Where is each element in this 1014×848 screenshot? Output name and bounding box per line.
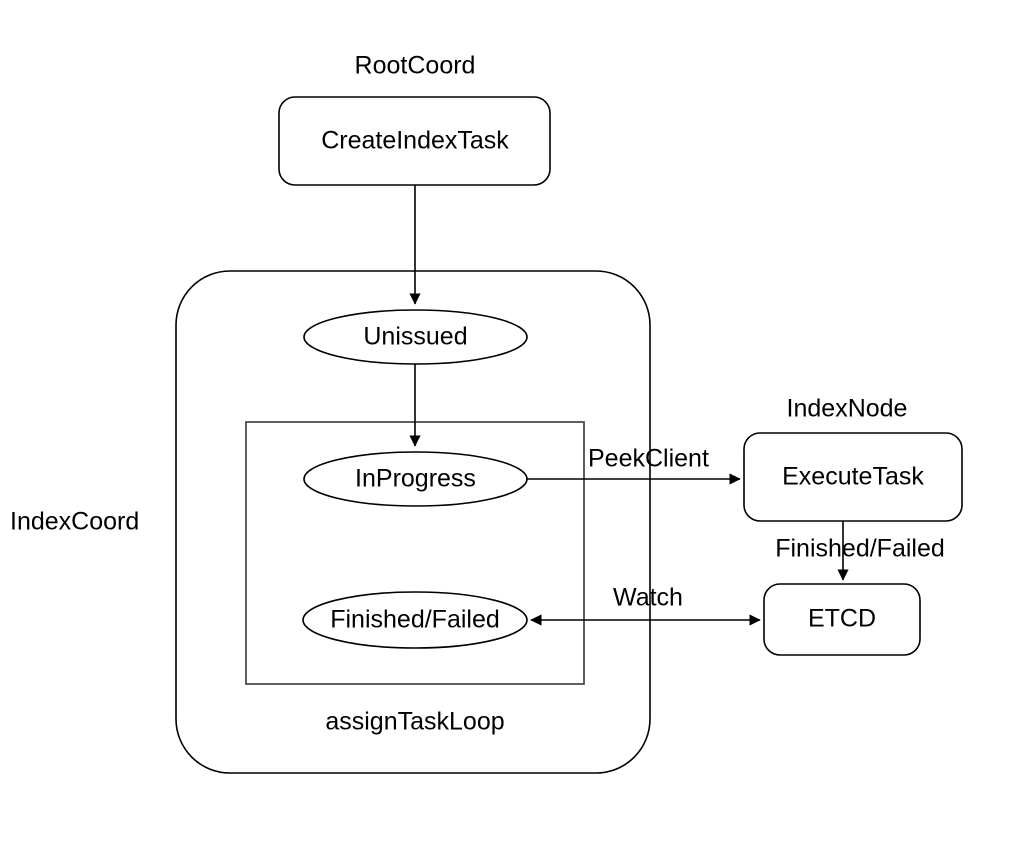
group-label-root-coord: RootCoord — [355, 52, 476, 80]
node-in-progress[interactable]: InProgress — [303, 451, 528, 507]
edge-label-finished-failed: Finished/Failed — [775, 535, 945, 563]
edge-label-watch: Watch — [613, 584, 683, 612]
node-etcd-label: ETCD — [808, 605, 876, 633]
node-create-index-task-shape — [278, 96, 551, 186]
group-label-assign-task-loop: assignTaskLoop — [325, 708, 504, 736]
node-etcd[interactable]: ETCD — [763, 583, 921, 656]
group-label-index-coord: IndexCoord — [10, 508, 139, 536]
node-execute-task-label: ExecuteTask — [782, 463, 924, 491]
node-finished-failed[interactable]: Finished/Failed — [302, 591, 528, 649]
node-execute-task-shape — [743, 432, 963, 522]
node-etcd-shape — [763, 583, 921, 656]
node-create-index-task[interactable]: CreateIndexTask — [278, 96, 551, 186]
node-unissued-label: Unissued — [363, 323, 467, 351]
node-create-index-task-label: CreateIndexTask — [321, 127, 509, 155]
group-index-coord-container — [175, 270, 651, 774]
node-in-progress-label: InProgress — [355, 465, 476, 493]
node-in-progress-shape — [303, 451, 528, 507]
edge-label-peek-client: PeekClient — [588, 445, 709, 473]
node-unissued[interactable]: Unissued — [303, 309, 528, 365]
node-finished-failed-shape — [302, 591, 528, 649]
group-label-index-node: IndexNode — [787, 395, 908, 423]
node-execute-task[interactable]: ExecuteTask — [743, 432, 963, 522]
node-unissued-shape — [303, 309, 528, 365]
node-finished-failed-label: Finished/Failed — [330, 606, 500, 634]
